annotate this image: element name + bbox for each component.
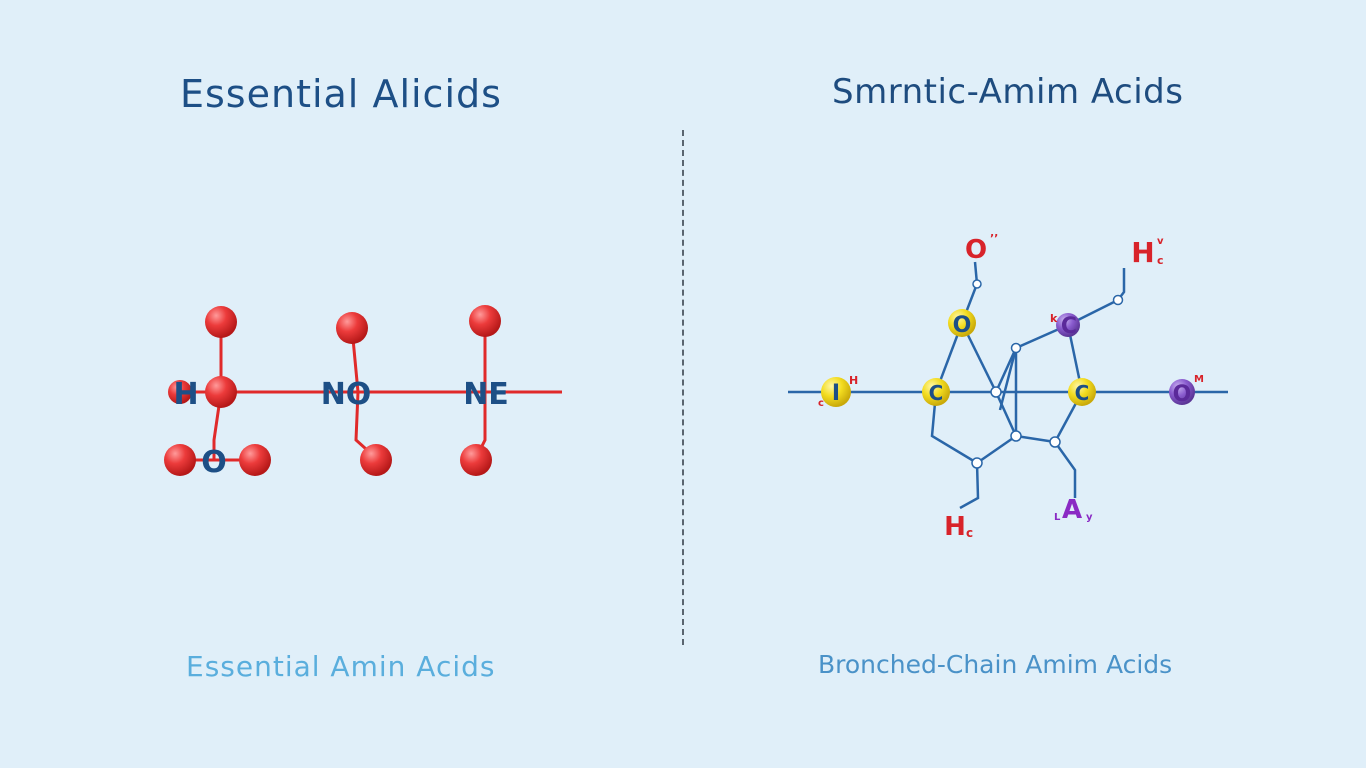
atom-label-i: I — [832, 381, 840, 406]
atom-label-h-top-sup: v — [1157, 236, 1164, 247]
red-atom — [460, 444, 492, 476]
junction-dot — [1010, 430, 1022, 442]
junction-dot — [1112, 294, 1124, 306]
atom-label-i-sup: H — [849, 374, 858, 387]
right-panel-title: Smrntic-Amim Acids — [832, 72, 1184, 112]
left-panel-caption: Essential Amin Acids — [186, 650, 496, 683]
right-atoms — [821, 309, 1195, 407]
atom-label-c-purple-pre: k — [1050, 312, 1058, 325]
red-atom — [469, 305, 501, 337]
atom-label-ne: NE — [463, 377, 509, 412]
red-atom — [360, 444, 392, 476]
bond-junctions — [971, 279, 1124, 469]
atom-label-o-purple: O — [1173, 382, 1192, 407]
atom-label-h-top-sub: c — [1157, 254, 1164, 267]
junction-dot — [971, 457, 983, 469]
right-molecule: O ’’ H c v O k C c I H C C O M H c L A y — [788, 232, 1228, 542]
yellow-atom — [1068, 378, 1096, 406]
atom-label-a: A — [1062, 495, 1082, 525]
atom-label-a-post: y — [1086, 512, 1093, 523]
red-atom — [168, 380, 192, 404]
atom-label-i-pre: c — [818, 398, 824, 409]
left-molecule: H O NO NE — [164, 305, 562, 480]
red-atom — [336, 312, 368, 344]
junction-dot — [1049, 436, 1061, 448]
atom-label-o: O — [201, 445, 227, 480]
red-atom — [205, 376, 237, 408]
left-panel-title: Essential Alicids — [180, 72, 502, 116]
atom-label-o-purple-sup: M — [1194, 374, 1204, 385]
atom-label-h-bottom: H — [944, 512, 966, 542]
junction-dot — [972, 279, 982, 289]
yellow-atom — [821, 377, 851, 407]
atom-label-c-left: C — [929, 381, 944, 405]
atom-label-a-pre: L — [1054, 512, 1061, 523]
purple-atom — [1056, 313, 1080, 337]
atom-label-o-top: O — [965, 235, 987, 265]
atom-label-h-bottom-sub: c — [966, 526, 973, 540]
purple-atom — [1169, 379, 1195, 405]
atom-label-o-yellow: O — [953, 313, 972, 338]
yellow-atom — [922, 378, 950, 406]
left-atoms — [164, 305, 501, 476]
right-panel-caption: Bronched-Chain Amim Acids — [818, 650, 1173, 679]
atom-label-c-right: C — [1075, 381, 1090, 405]
atom-label-h-top: H — [1131, 236, 1154, 269]
red-atom — [205, 306, 237, 338]
atom-label-h: H — [173, 377, 198, 412]
junction-dot — [1010, 342, 1022, 354]
junction-dot — [990, 386, 1002, 398]
red-atom — [239, 444, 271, 476]
yellow-atom — [948, 309, 976, 337]
panel-divider — [682, 130, 684, 645]
red-atom — [164, 444, 196, 476]
right-labels: O ’’ H c v O k C c I H C C O M H c L A y — [818, 232, 1204, 542]
left-labels: H O NO NE — [173, 377, 508, 480]
atom-label-o-top-sup: ’’ — [990, 232, 998, 245]
atom-label-c-purple: C — [1061, 314, 1077, 339]
atom-label-no: NO — [321, 377, 372, 412]
